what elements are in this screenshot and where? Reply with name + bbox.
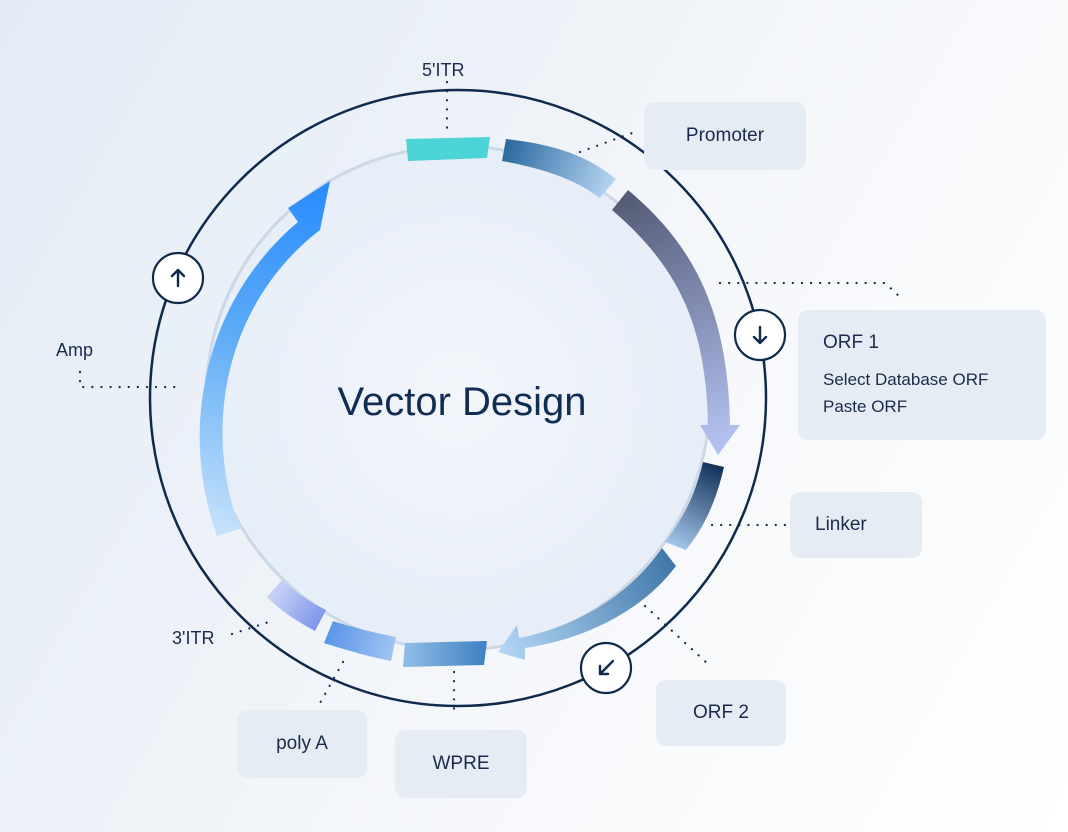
- select-database-orf-option[interactable]: Select Database ORF: [823, 370, 989, 389]
- inner-disc: [206, 146, 710, 650]
- polyA-segment: [324, 621, 396, 661]
- outer-ring: [148, 88, 768, 708]
- orf1-leader: [718, 281, 902, 299]
- wpre-segment: [403, 641, 487, 667]
- amp-leader: [78, 370, 180, 389]
- orf1-card[interactable]: ORF 1 Select Database ORF Paste ORF: [798, 310, 1046, 440]
- orf2-card[interactable]: ORF 2: [656, 680, 786, 746]
- orf2-segment: [498, 548, 676, 660]
- linker-segment: [665, 462, 724, 550]
- promoter-leader: [578, 130, 637, 154]
- itr3-label: 3'ITR: [172, 628, 215, 648]
- promoter-card[interactable]: Promoter: [644, 102, 806, 170]
- leader-lines: [78, 80, 902, 714]
- itr5-label: 5'ITR: [422, 60, 465, 80]
- amp-segment: [199, 181, 330, 536]
- orf1-direction-icon[interactable]: [733, 308, 787, 362]
- orf1-card-title: ORF 1: [823, 332, 879, 353]
- linker-card-label: Linker: [815, 514, 867, 535]
- promoter-segment: [502, 139, 616, 198]
- polyA-card[interactable]: poly A: [237, 710, 367, 778]
- wpre-card-label: WPRE: [432, 753, 490, 774]
- promoter-card-label: Promoter: [685, 125, 765, 146]
- orf1-segment: [612, 190, 740, 455]
- itr3-segment: [267, 580, 326, 631]
- orf2-card-label: ORF 2: [693, 702, 749, 723]
- wpre-card[interactable]: WPRE: [395, 730, 527, 798]
- paste-orf-option[interactable]: Paste ORF: [823, 397, 908, 416]
- amp-direction-icon[interactable]: [151, 251, 205, 305]
- amp-label: Amp: [56, 340, 94, 360]
- linker-card[interactable]: Linker: [790, 492, 922, 558]
- orf2-direction-icon[interactable]: [579, 641, 633, 695]
- diagram-title: Vector Design: [337, 380, 587, 424]
- itr5-segment: [406, 137, 490, 161]
- polyA-card-label: poly A: [276, 733, 328, 754]
